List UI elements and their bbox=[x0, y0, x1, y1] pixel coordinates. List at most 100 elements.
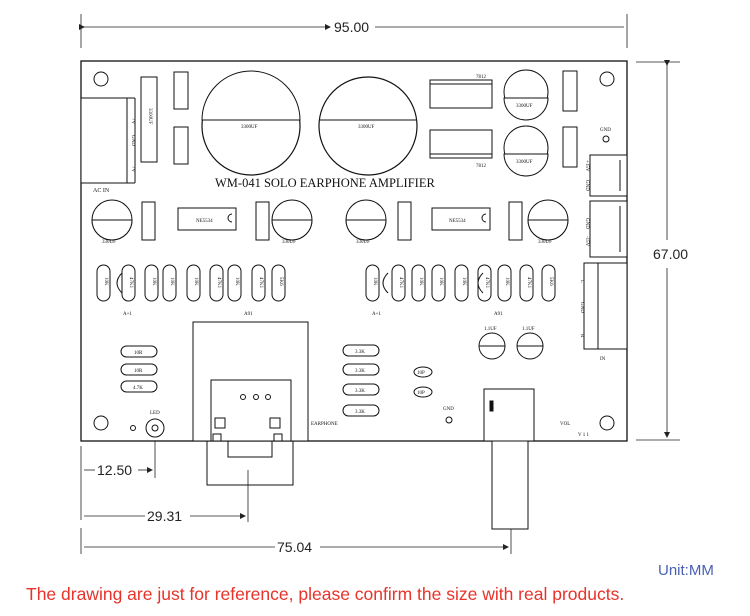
resistor-pill-label-left-3: 10K bbox=[169, 277, 174, 286]
diode-arc-2 bbox=[477, 272, 484, 294]
gnd-top-pad bbox=[602, 135, 610, 143]
resistor-pill-right-7 bbox=[519, 264, 534, 302]
resistor-pill-left-6 bbox=[227, 264, 242, 302]
resistor-pill-label-left-7: 47K1 bbox=[258, 277, 263, 289]
ac-in-terminal: 7V GND 7V AC IN bbox=[80, 97, 136, 194]
resistor-vert-2 bbox=[173, 126, 189, 165]
resistor-vert-3 bbox=[562, 70, 578, 112]
earphone-label: EARPHONE bbox=[311, 422, 338, 427]
dim-right-label: 67.00 bbox=[653, 246, 688, 262]
resistor-pill-label-left-8: 5K6 bbox=[278, 277, 283, 286]
cap-row-2: 330UF bbox=[282, 240, 296, 245]
rectifier-block: 3300UF bbox=[140, 76, 158, 163]
reg-cap-bottom: 3300UF bbox=[503, 125, 549, 177]
gnd-label: GND bbox=[443, 407, 454, 412]
unit-label: Unit:MM bbox=[658, 562, 714, 579]
resistor-pill-left-1 bbox=[121, 264, 136, 302]
small-cap-2: 10P bbox=[417, 391, 425, 396]
dim-led-label: 12.50 bbox=[97, 462, 132, 478]
diode-arc-0 bbox=[116, 272, 123, 294]
cap-row-4: 330UF bbox=[538, 240, 552, 245]
resistor-vert-6 bbox=[255, 201, 270, 241]
resistor-pill-label-left-4: 10K bbox=[193, 277, 198, 286]
chan-label-3: A+1 bbox=[372, 312, 381, 317]
ac-term-2: GND bbox=[130, 135, 135, 146]
regulator-top-label: 7812 bbox=[476, 75, 487, 80]
resistor-pill-left-2 bbox=[144, 264, 159, 302]
board-title: WM-041 SOLO EARPHONE AMPLIFIER bbox=[215, 176, 435, 190]
resistor-pill-left-5 bbox=[209, 264, 224, 302]
resistor-pill-left-7 bbox=[251, 264, 266, 302]
gnd-pad bbox=[445, 416, 453, 424]
mounting-holes bbox=[93, 71, 615, 431]
ac-term-1: 7V bbox=[130, 118, 135, 125]
resistor-pill-right-8 bbox=[541, 264, 556, 302]
resistor-pill-label-left-6: 10K bbox=[234, 277, 239, 286]
big-cap-left: 3300UF bbox=[201, 70, 301, 176]
bottom-left-resistors bbox=[120, 345, 158, 393]
term-mid-1: GND bbox=[584, 218, 589, 229]
opamp-right: NE5534 bbox=[431, 207, 491, 231]
term-mid-2: -15V bbox=[584, 236, 589, 247]
resistor-pill-label-right-2: 10K bbox=[418, 277, 423, 286]
resistor-pill-right-6 bbox=[497, 264, 512, 302]
vol-label: VOL bbox=[560, 422, 570, 427]
film-cap-1: 1.1UF bbox=[484, 327, 497, 332]
bl-res-3: 4.7K bbox=[133, 386, 143, 391]
term-top-1: +15V bbox=[584, 160, 589, 172]
resistor-pill-label-left-0: 10K bbox=[103, 277, 108, 286]
power-out-terminal: +15V GND bbox=[584, 154, 628, 197]
chan-label-1: A+1 bbox=[123, 312, 132, 317]
chan-label-4: A91 bbox=[494, 312, 503, 317]
mid-res-2: 3.3K bbox=[355, 369, 365, 374]
resistor-pill-left-8 bbox=[271, 264, 286, 302]
dim-jack bbox=[84, 470, 249, 522]
rectifier-label: 3300UF bbox=[147, 108, 152, 125]
ac-term-3: 7V bbox=[130, 166, 135, 173]
reference-note: The drawing are just for reference, plea… bbox=[26, 584, 625, 604]
resistor-vert-7 bbox=[397, 201, 412, 241]
chan-label-2: A91 bbox=[244, 312, 253, 317]
resistor-pill-right-4 bbox=[454, 264, 469, 302]
dim-right bbox=[636, 60, 680, 441]
led: LED bbox=[130, 411, 165, 438]
small-caps bbox=[413, 366, 433, 398]
resistor-pill-label-left-5: 47K1 bbox=[216, 277, 221, 289]
dim-led bbox=[80, 440, 156, 520]
regulator-bottom-label: 7812 bbox=[476, 164, 487, 169]
dim-pot bbox=[80, 528, 512, 554]
term-bot-3: R bbox=[579, 334, 584, 338]
term-top-2: GND bbox=[584, 180, 589, 191]
cap-row-1: 330UF bbox=[102, 240, 116, 245]
dim-jack-label: 29.31 bbox=[147, 508, 182, 524]
resistor-pill-right-0 bbox=[365, 264, 380, 302]
resistor-vert-4 bbox=[562, 126, 578, 168]
term-bot-1: L bbox=[579, 280, 584, 283]
input-terminal: L GND R IN bbox=[579, 262, 628, 362]
dim-top bbox=[79, 14, 628, 48]
mid-res-3: 3.3K bbox=[355, 389, 365, 394]
resistor-pill-label-right-6: 10K bbox=[504, 277, 509, 286]
resistor-pill-left-3 bbox=[162, 264, 177, 302]
bl-res-1: 10R bbox=[134, 351, 143, 356]
resistor-pill-left-4 bbox=[186, 264, 201, 302]
term-bot-2: GND bbox=[579, 302, 584, 313]
reg-cap-top-label: 3300UF bbox=[516, 104, 533, 109]
resistor-pill-label-right-0: 10K bbox=[372, 277, 377, 286]
diode-arc-1 bbox=[382, 272, 389, 294]
gnd-top-label: GND bbox=[600, 128, 611, 133]
power-neg-terminal: GND -15V bbox=[584, 200, 628, 258]
opamp-left-label: NE5534 bbox=[196, 219, 213, 224]
regulator-top: 7812 bbox=[429, 75, 493, 109]
opamp-right-label: NE5534 bbox=[449, 219, 466, 224]
resistor-pill-left-0 bbox=[96, 264, 111, 302]
big-cap-right-label: 3300UF bbox=[358, 125, 375, 130]
resistor-pill-right-2 bbox=[411, 264, 426, 302]
led-label: LED bbox=[150, 411, 160, 416]
opamp-left: NE5534 bbox=[177, 207, 237, 231]
earphone-jack bbox=[192, 321, 309, 486]
ac-in-label: AC IN bbox=[93, 188, 110, 194]
resistor-pill-label-right-8: 5K6 bbox=[548, 277, 553, 286]
reg-cap-bottom-label: 3300UF bbox=[516, 160, 533, 165]
